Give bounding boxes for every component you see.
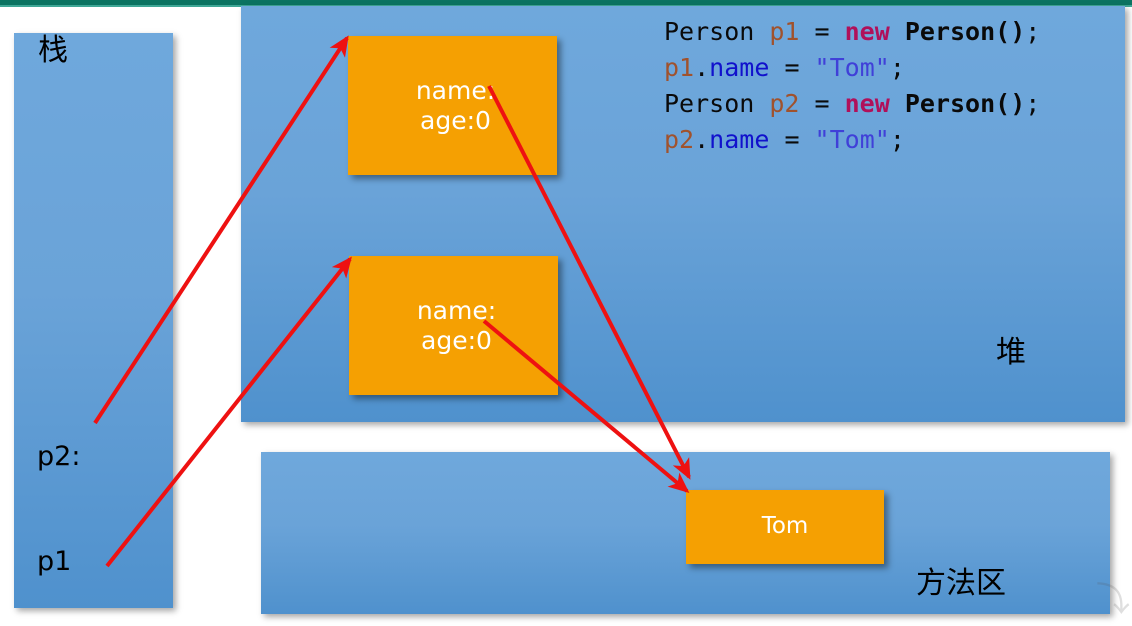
code-token: . — [694, 53, 710, 82]
object-field-age: age:0 — [421, 325, 492, 355]
code-token: ; — [1025, 89, 1041, 118]
method-area-region-label: 方法区 — [916, 566, 1006, 601]
code-token: Person() — [904, 17, 1026, 46]
object-field-name: name: — [416, 296, 497, 325]
code-token: = — [769, 53, 815, 82]
code-snippet: Person p1 = new Person();p1.name = "Tom"… — [664, 14, 1114, 158]
code-token: p2 — [664, 125, 695, 154]
heap-object-person-1: name: age:0 — [348, 36, 557, 175]
code-line-4: p2.name = "Tom"; — [664, 122, 1114, 158]
object-field-name: name: — [415, 76, 496, 105]
code-token: = — [799, 17, 845, 46]
code-token: p1 — [769, 17, 800, 46]
code-token — [890, 17, 905, 46]
code-token — [890, 89, 905, 118]
code-line-3: Person p2 = new Person(); — [664, 86, 1114, 122]
stack-region — [14, 33, 173, 608]
stack-variable-p1: p1 — [37, 546, 72, 577]
code-token: ; — [889, 53, 905, 82]
stack-region-label: 栈 — [38, 33, 68, 68]
code-token: Person — [664, 17, 770, 46]
code-token: new — [844, 17, 890, 46]
stack-variable-p2: p2: — [37, 441, 81, 472]
object-field-age: age:0 — [420, 105, 491, 135]
heap-region-label: 堆 — [996, 335, 1026, 370]
code-token: "Tom" — [814, 53, 890, 82]
top-accent-bar — [0, 0, 1132, 5]
code-token: p2 — [769, 89, 800, 118]
code-token: ; — [1025, 17, 1041, 46]
string-literal-value: Tom — [761, 513, 809, 540]
code-token: name — [709, 125, 770, 154]
code-token: . — [694, 125, 710, 154]
code-token: name — [709, 53, 770, 82]
watermark-glyph: ⤵ — [1096, 580, 1130, 620]
code-token: Person — [664, 89, 770, 118]
code-token: ; — [889, 125, 905, 154]
code-line-1: Person p1 = new Person(); — [664, 14, 1114, 50]
heap-object-person-2: name: age:0 — [349, 256, 558, 395]
code-token: Person() — [904, 89, 1026, 118]
code-token: "Tom" — [814, 125, 890, 154]
code-token: = — [799, 89, 845, 118]
code-token: new — [844, 89, 890, 118]
code-token: = — [769, 125, 815, 154]
string-literal-box: Tom — [686, 490, 884, 564]
code-line-2: p1.name = "Tom"; — [664, 50, 1114, 86]
code-token: p1 — [664, 53, 695, 82]
